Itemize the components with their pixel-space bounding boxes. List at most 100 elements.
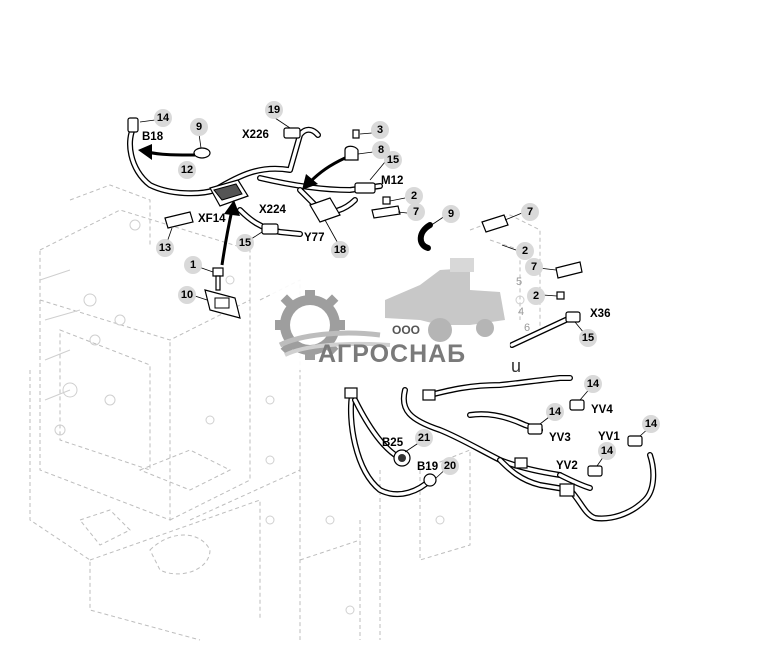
- harness-junction-a: [422, 389, 436, 401]
- callout-5: 5: [516, 276, 522, 288]
- svg-text:18: 18: [334, 244, 346, 256]
- svg-text:5: 5: [516, 276, 522, 288]
- svg-text:6: 6: [524, 322, 530, 334]
- svg-text:15: 15: [239, 237, 251, 249]
- bracket-7-x36: [555, 261, 583, 279]
- yv2-connector: [587, 465, 603, 477]
- callout-21: 21: [415, 429, 433, 447]
- label-b25: B25: [382, 437, 404, 449]
- watermark: ООО АГРОСНАБ u: [270, 258, 521, 376]
- label-m12: M12: [381, 175, 403, 187]
- x36-connector: [565, 311, 581, 323]
- svg-text:15: 15: [582, 332, 594, 344]
- clamp-8: [344, 145, 359, 161]
- svg-text:14: 14: [601, 445, 614, 457]
- label-b19: B19: [417, 461, 438, 473]
- yv4-connector: [569, 399, 585, 411]
- svg-text:14: 14: [157, 112, 170, 124]
- svg-text:2: 2: [411, 190, 417, 202]
- callout-2-x36: 2: [527, 287, 545, 305]
- screw-2-top: [382, 196, 391, 205]
- label-yv3: YV3: [549, 432, 571, 444]
- label-b18: B18: [142, 131, 164, 143]
- screw-3: [352, 129, 360, 139]
- callout-2-top: 2: [405, 187, 423, 205]
- svg-text:7: 7: [531, 261, 537, 273]
- svg-text:15: 15: [387, 154, 399, 166]
- callout-15-left: 15: [236, 234, 254, 252]
- arrow-to-xf14: [224, 200, 240, 216]
- callout-18: 18: [331, 241, 349, 259]
- svg-text:14: 14: [549, 406, 562, 418]
- ring-9: [193, 147, 211, 159]
- bracket-7-right: [481, 214, 509, 233]
- callout-2-right: 2: [516, 242, 534, 260]
- b19-sensor: [423, 473, 437, 487]
- svg-text:13: 13: [159, 242, 171, 254]
- svg-text:8: 8: [378, 144, 384, 156]
- watermark-prefix: ООО: [392, 323, 420, 337]
- harness-junction-c: [559, 483, 575, 497]
- callout-20: 20: [441, 457, 459, 475]
- bracket-7-top: [371, 205, 401, 219]
- bracket-13: [164, 211, 194, 229]
- harness-junction-d: [514, 457, 528, 469]
- svg-text:20: 20: [444, 460, 456, 472]
- callout-14-yv4: 14: [584, 375, 602, 393]
- harness-junction-b: [344, 387, 358, 399]
- svg-text:21: 21: [418, 432, 430, 444]
- svg-text:7: 7: [527, 206, 533, 218]
- svg-text:2: 2: [522, 245, 528, 257]
- yv1-connector: [627, 435, 643, 447]
- bolt-1: [212, 267, 224, 277]
- callout-13: 13: [156, 239, 174, 257]
- callout-7-right: 7: [521, 203, 539, 221]
- callout-1: 1: [184, 256, 202, 274]
- callout-14-b18: 14: [154, 109, 172, 127]
- direction-arrows: [138, 144, 346, 266]
- callouts: 14 9 12 19 3 8 15 2 7 9 7 2 13 15 18 1 1…: [154, 101, 660, 475]
- callout-15-x36: 15: [579, 329, 597, 347]
- arrow-to-b18: [138, 144, 152, 160]
- watermark-name: АГРОСНАБ: [318, 340, 466, 368]
- label-yv4: YV4: [591, 404, 613, 416]
- svg-text:1: 1: [190, 259, 196, 271]
- label-yv2: YV2: [556, 460, 578, 472]
- callout-14-yv1: 14: [642, 415, 660, 433]
- components: [127, 117, 643, 497]
- x224-connector: [261, 223, 279, 235]
- callout-7-x36: 7: [525, 258, 543, 276]
- callout-19: 19: [265, 101, 283, 119]
- label-x36: X36: [590, 308, 610, 320]
- m12-connector: [354, 182, 376, 194]
- arrow-to-harness: [302, 174, 318, 190]
- machine-frame-outline: [29, 184, 541, 641]
- svg-text:3: 3: [377, 124, 383, 136]
- svg-text:14: 14: [645, 418, 658, 430]
- label-y77: Y77: [304, 232, 324, 244]
- svg-text:9: 9: [196, 121, 202, 133]
- callout-9-top: 9: [190, 118, 208, 136]
- svg-text:14: 14: [587, 378, 600, 390]
- callout-10: 10: [178, 286, 196, 304]
- callout-8: 8: [372, 141, 390, 159]
- yv3-connector: [527, 423, 543, 435]
- callout-6: 6: [524, 322, 530, 334]
- svg-text:4: 4: [518, 306, 524, 318]
- svg-text:7: 7: [413, 206, 419, 218]
- callout-15-top: 15: [384, 151, 402, 169]
- svg-text:19: 19: [268, 104, 280, 116]
- x226-connector: [283, 127, 301, 139]
- b18-sensor: [127, 117, 139, 133]
- svg-text:9: 9: [448, 208, 454, 220]
- callout-7-top: 7: [407, 203, 425, 221]
- screw-2-x36: [556, 291, 565, 300]
- label-xf14: XF14: [198, 213, 226, 225]
- callout-9-mid: 9: [442, 205, 460, 223]
- svg-text:2: 2: [533, 290, 539, 302]
- callout-14-yv3: 14: [546, 403, 564, 421]
- component-labels: B18 X226 M12 XF14 X224 Y77 X36 YV4 YV3 Y…: [142, 129, 620, 473]
- harvester-icon: [385, 258, 505, 342]
